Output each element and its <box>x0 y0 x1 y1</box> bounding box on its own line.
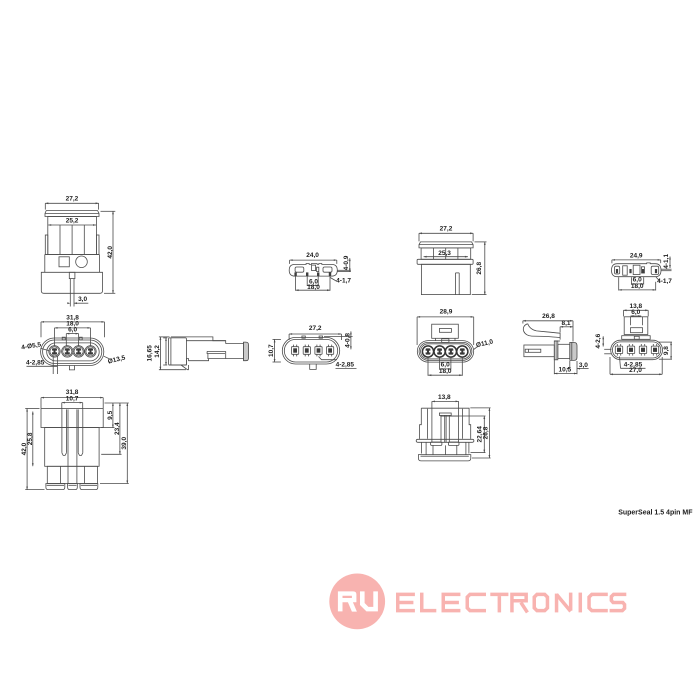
svg-text:16,65: 16,65 <box>146 345 153 362</box>
svg-text:27,2: 27,2 <box>66 196 79 203</box>
svg-text:18,0: 18,0 <box>66 321 79 328</box>
svg-text:9,5: 9,5 <box>107 410 114 419</box>
svg-text:4-2,6: 4-2,6 <box>595 333 602 348</box>
svg-text:18,0: 18,0 <box>439 368 452 375</box>
svg-text:13,8: 13,8 <box>629 303 642 310</box>
svg-text:4-1,1: 4-1,1 <box>663 254 670 269</box>
svg-text:26,8: 26,8 <box>542 313 555 320</box>
svg-text:6,0: 6,0 <box>68 327 77 334</box>
svg-text:4-Ø5,5: 4-Ø5,5 <box>21 341 42 351</box>
svg-text:25,2: 25,2 <box>66 218 79 225</box>
svg-text:SuperSeal 1.5 4pin MF: SuperSeal 1.5 4pin MF <box>618 510 693 517</box>
svg-text:27,0: 27,0 <box>629 367 642 374</box>
svg-text:13,8: 13,8 <box>438 394 451 401</box>
svg-text:27,2: 27,2 <box>309 325 322 332</box>
svg-text:10,7: 10,7 <box>268 344 275 357</box>
svg-text:9,8: 9,8 <box>663 346 670 355</box>
svg-text:6,0: 6,0 <box>309 279 318 286</box>
svg-text:Ø11,0: Ø11,0 <box>475 338 494 349</box>
svg-text:23,4: 23,4 <box>114 422 121 435</box>
svg-text:31,8: 31,8 <box>66 389 79 396</box>
svg-text:26,8: 26,8 <box>483 426 490 439</box>
svg-text:4-1,7: 4-1,7 <box>657 278 672 285</box>
svg-text:24,9: 24,9 <box>630 252 643 259</box>
svg-text:4-2,85: 4-2,85 <box>336 362 355 369</box>
svg-text:Ø13,5: Ø13,5 <box>107 354 126 365</box>
svg-text:3,0: 3,0 <box>78 296 87 303</box>
svg-text:8,1: 8,1 <box>561 320 570 327</box>
svg-text:4-1,7: 4-1,7 <box>336 278 351 285</box>
svg-text:31,8: 31,8 <box>66 315 79 322</box>
svg-text:28,9: 28,9 <box>440 308 453 315</box>
svg-text:24,0: 24,0 <box>306 252 319 259</box>
svg-text:3,0: 3,0 <box>579 362 588 369</box>
svg-text:22,64: 22,64 <box>477 426 484 443</box>
svg-text:39,0: 39,0 <box>121 437 128 450</box>
svg-text:4-2,85: 4-2,85 <box>624 361 643 368</box>
svg-text:6,0: 6,0 <box>441 362 450 369</box>
svg-text:10,7: 10,7 <box>66 395 79 402</box>
svg-text:25,3: 25,3 <box>438 250 451 257</box>
svg-text:10,5: 10,5 <box>558 367 571 374</box>
svg-text:26,8: 26,8 <box>476 262 483 275</box>
svg-text:4-0,9: 4-0,9 <box>343 255 350 270</box>
svg-text:4-2,85: 4-2,85 <box>26 359 45 366</box>
svg-text:25,8: 25,8 <box>27 432 34 445</box>
svg-text:18,0: 18,0 <box>631 283 644 290</box>
svg-text:18,0: 18,0 <box>307 284 320 291</box>
svg-text:42,0: 42,0 <box>21 442 28 455</box>
svg-text:42,0: 42,0 <box>107 246 114 259</box>
svg-text:14,2: 14,2 <box>154 345 161 358</box>
svg-text:4-0,8: 4-0,8 <box>345 333 352 348</box>
svg-text:6,0: 6,0 <box>633 277 642 284</box>
svg-text:27,2: 27,2 <box>440 225 453 232</box>
svg-text:6,0: 6,0 <box>631 309 640 316</box>
